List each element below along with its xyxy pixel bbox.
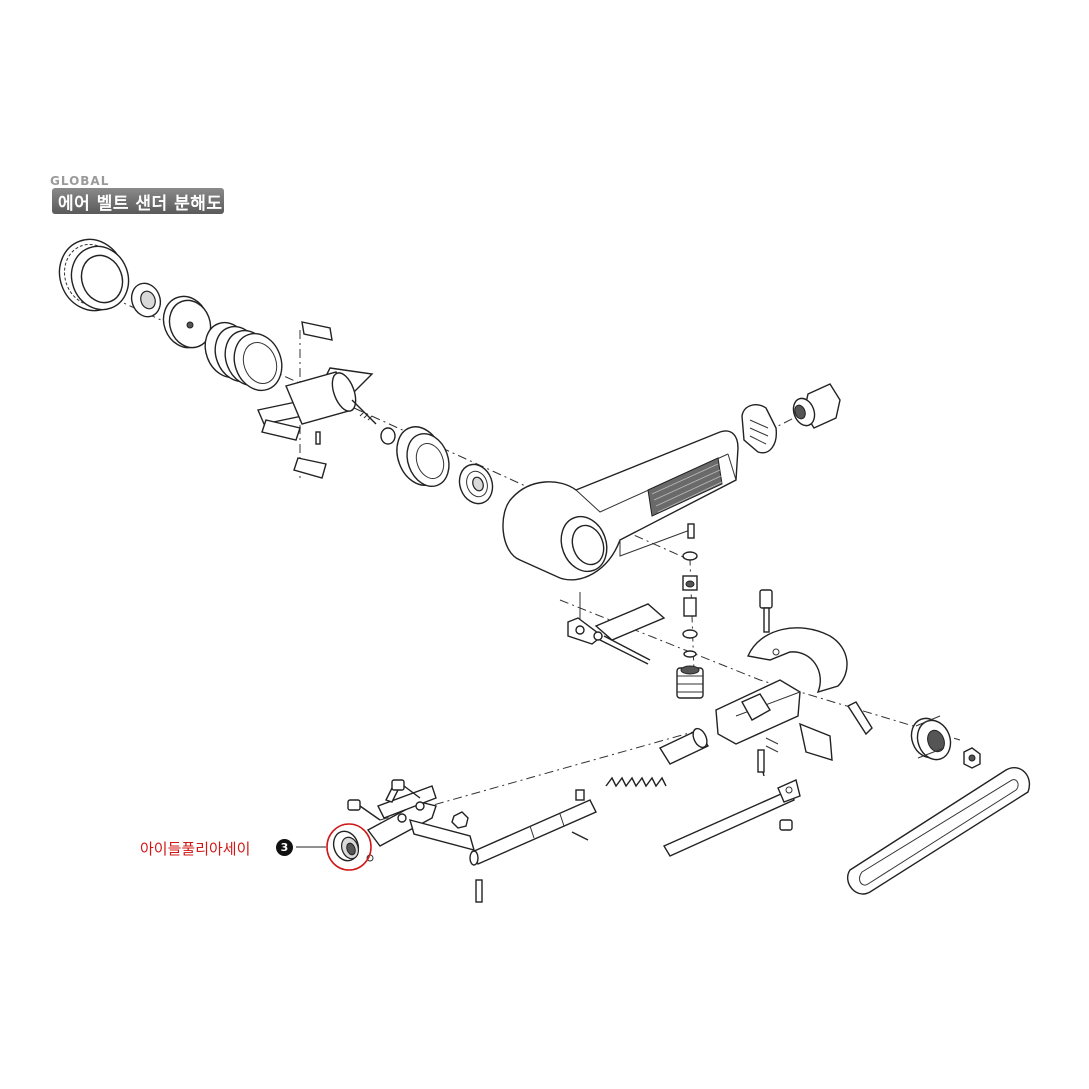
o-ring-small — [380, 427, 396, 445]
sanding-belt — [847, 767, 1031, 895]
flat-belt-guide — [662, 779, 801, 857]
exhaust-cap — [741, 404, 777, 454]
cylinder-housing — [396, 426, 450, 487]
callout-number: 3 — [276, 839, 293, 856]
inlet-plug — [792, 383, 841, 429]
main-housing — [502, 430, 739, 581]
bearing-small — [130, 282, 162, 318]
callout-label: 아이들풀리아세이 — [140, 840, 251, 858]
knurled-ring — [58, 238, 130, 312]
rear-nut — [963, 747, 981, 769]
diagram-title: 에어 벨트 샌더 분해도 — [58, 194, 223, 214]
disc-washer — [162, 295, 212, 349]
idler-bracket — [347, 779, 476, 851]
main-axis-line — [94, 289, 601, 521]
rear-pulley — [910, 715, 952, 761]
arm-axis-line — [379, 729, 701, 821]
idler-pulley-assembly[interactable] — [326, 823, 374, 871]
highlight-circle — [326, 823, 372, 871]
long-shaft — [469, 789, 597, 903]
ribbed-pulley — [204, 321, 283, 392]
trigger-lever — [567, 592, 666, 665]
rotor-vane-assembly — [257, 321, 377, 479]
arm-bracket — [715, 589, 873, 777]
title-badge — [52, 188, 224, 214]
valve-stack — [676, 523, 704, 699]
bearing-front — [458, 463, 494, 505]
spring-sleeve — [605, 727, 710, 788]
watermark-text: GLOBAL — [50, 174, 110, 188]
